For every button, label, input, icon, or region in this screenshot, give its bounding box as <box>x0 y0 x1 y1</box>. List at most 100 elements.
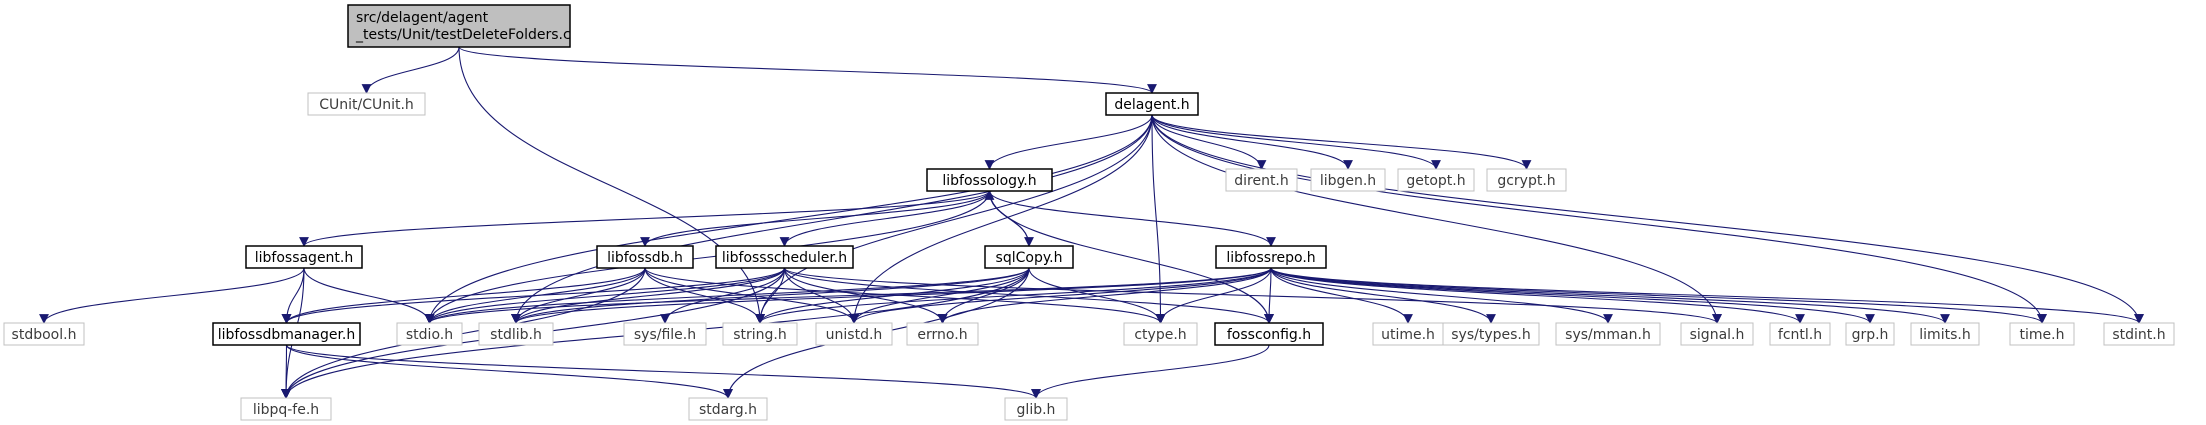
edge-libfossology-to-libfossagent <box>299 190 991 247</box>
edge-libfossagent-to-stdio <box>303 267 435 324</box>
node-libpqfe: libpq-fe.h <box>240 397 332 421</box>
node-libfossrepo[interactable]: libfossrepo.h <box>1215 245 1327 269</box>
edge-libfossrepo-to-stdlib <box>511 267 1272 324</box>
edge-root-to-delagent <box>458 46 1157 94</box>
node-libpqfe-box <box>240 397 332 421</box>
node-root-file: src/delagent/agent_tests/Unit/testDelete… <box>347 4 571 48</box>
node-stdbool: stdbool.h <box>3 322 85 346</box>
edge-libfossscheduler-to-fossconfig <box>783 267 1274 324</box>
node-sqlcopy-box <box>984 245 1074 269</box>
node-time-label: time.h <box>2020 327 2065 343</box>
node-getopt-box <box>1397 168 1475 192</box>
node-time-box <box>2009 322 2075 346</box>
edge-libfossology-to-stdio <box>424 190 991 324</box>
node-cunit-box <box>307 92 426 116</box>
node-string: string.h <box>722 322 798 346</box>
node-grp-box <box>1845 322 1895 346</box>
node-fossconfig-box <box>1214 322 1324 346</box>
node-sqlcopy-label: sqlCopy.h <box>996 250 1063 266</box>
edge-sqlcopy-to-stdlib <box>511 267 1030 324</box>
node-sysmman-label: sys/mman.h <box>1565 327 1651 343</box>
node-ctype: ctype.h <box>1123 322 1198 346</box>
edge-delagent-to-gcrypt <box>1151 114 1532 170</box>
node-utime: utime.h <box>1372 322 1444 346</box>
node-delagent[interactable]: delagent.h <box>1105 92 1199 116</box>
edge-delagent-to-stdio <box>424 114 1153 324</box>
node-stdbool-label: stdbool.h <box>12 327 77 343</box>
node-libfossscheduler-label: libfossscheduler.h <box>722 250 847 266</box>
node-systypes-box <box>1442 322 1540 346</box>
node-unistd: unistd.h <box>815 322 893 346</box>
node-libfossscheduler[interactable]: libfossscheduler.h <box>715 245 854 269</box>
edge-delagent-to-stdint <box>1151 114 2144 324</box>
edge-libfossrepo-to-stdio <box>424 267 1272 324</box>
node-delagent-box <box>1105 92 1199 116</box>
edge-libfossdbmanager-to-libpqfe <box>281 344 291 399</box>
node-libfossdb-label: libfossdb.h <box>607 250 683 266</box>
node-libfossrepo-label: libfossrepo.h <box>1226 250 1315 266</box>
node-dirent: dirent.h <box>1225 168 1298 192</box>
edge-root-to-cunit <box>361 46 460 94</box>
node-errno-box <box>906 322 979 346</box>
edge-libfossrepo-to-string <box>755 267 1272 324</box>
node-glib-box <box>1004 397 1068 421</box>
node-sysfile: sys/file.h <box>623 322 707 346</box>
edge-libfossscheduler-to-stdio <box>424 267 786 324</box>
edge-libfossrepo-to-sysmman <box>1270 267 1613 324</box>
edge-libfossology-to-libfossrepo <box>988 190 1276 247</box>
node-fossconfig-label: fossconfig.h <box>1227 327 1311 343</box>
node-libfossdb[interactable]: libfossdb.h <box>596 245 694 269</box>
node-limits: limits.h <box>1910 322 1980 346</box>
edge-delagent-to-getopt <box>1151 114 1441 170</box>
edge-libfossrepo-to-stdint <box>1270 267 2144 324</box>
edge-libfossrepo-to-ctype <box>1155 267 1272 324</box>
node-sqlcopy[interactable]: sqlCopy.h <box>984 245 1074 269</box>
node-fossconfig[interactable]: fossconfig.h <box>1214 322 1324 346</box>
node-sysmman: sys/mman.h <box>1555 322 1661 346</box>
node-libfossdbmanager[interactable]: libfossdbmanager.h <box>212 322 361 346</box>
node-gcrypt-box <box>1486 168 1567 192</box>
edge-sqlcopy-to-libfossology <box>984 190 1030 247</box>
edge-libfossrepo-to-errno <box>937 267 1272 324</box>
node-libfossagent-label: libfossagent.h <box>255 250 354 266</box>
node-gcrypt-label: gcrypt.h <box>1497 173 1555 189</box>
node-systypes-label: sys/types.h <box>1451 327 1530 343</box>
edge-libfossrepo-to-unistd <box>849 267 1272 324</box>
node-stdlib: stdlib.h <box>478 322 554 346</box>
node-libfossdbmanager-label: libfossdbmanager.h <box>218 327 355 343</box>
edge-libfossrepo-to-fossconfig <box>1264 267 1274 324</box>
node-libfossrepo-box <box>1215 245 1327 269</box>
node-getopt: getopt.h <box>1397 168 1475 192</box>
node-libfossology[interactable]: libfossology.h <box>926 168 1053 192</box>
node-stdio-box <box>396 322 463 346</box>
node-string-box <box>722 322 798 346</box>
edges-layer <box>39 46 2144 399</box>
node-limits-label: limits.h <box>1919 327 1970 343</box>
node-libfossdb-box <box>596 245 694 269</box>
node-fcntl-box <box>1769 322 1831 346</box>
node-sysfile-label: sys/file.h <box>634 327 696 343</box>
edge-libfossscheduler-to-signal <box>783 267 1722 324</box>
node-getopt-label: getopt.h <box>1406 173 1465 189</box>
node-unistd-box <box>815 322 893 346</box>
node-libfossdbmanager-box <box>212 322 361 346</box>
node-dirent-label: dirent.h <box>1234 173 1289 189</box>
edge-libfossscheduler-to-libfossdbmanager <box>281 267 786 324</box>
node-ctype-label: ctype.h <box>1134 327 1186 343</box>
node-libpqfe-label: libpq-fe.h <box>253 402 319 418</box>
node-signal-box <box>1680 322 1754 346</box>
edge-libfossrepo-to-systypes <box>1270 267 1496 324</box>
node-dirent-box <box>1225 168 1298 192</box>
edge-libfossdbmanager-to-glib <box>285 344 1041 399</box>
edge-libfossrepo-to-limits <box>1270 267 1950 324</box>
node-root-label-line: _tests/Unit/testDeleteFolders.c <box>355 27 571 43</box>
node-libfossagent[interactable]: libfossagent.h <box>245 245 363 269</box>
edge-libfossdb-to-stdlib <box>511 267 646 324</box>
edge-libfossrepo-to-grp <box>1270 267 1875 324</box>
edge-fossconfig-to-glib <box>1031 344 1270 399</box>
node-ctype-box <box>1123 322 1198 346</box>
node-grp: grp.h <box>1845 322 1895 346</box>
node-stdarg-label: stdarg.h <box>699 402 757 418</box>
edge-libfossagent-to-stdbool <box>39 267 305 324</box>
